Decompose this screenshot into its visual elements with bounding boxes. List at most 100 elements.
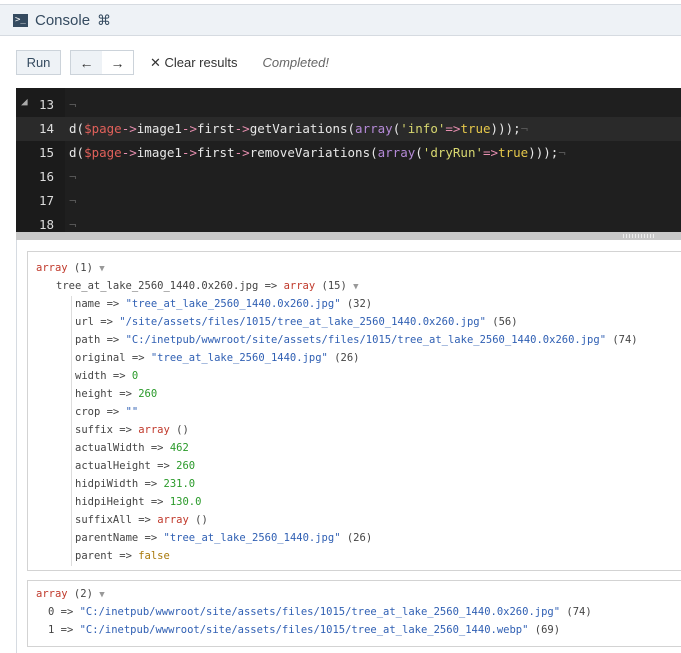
code-text: d($page->image1->first->removeVariations… xyxy=(69,141,566,165)
output-row: url => "/site/assets/files/1015/tree_at_… xyxy=(75,313,518,331)
value-token: 0 => xyxy=(48,606,80,618)
output-row: parent => false xyxy=(75,547,170,565)
value-token: (32) xyxy=(340,298,373,310)
gutter xyxy=(16,88,65,240)
value-token: "C:/inetpub/wwwroot/site/assets/files/10… xyxy=(125,334,607,346)
output-row: original => "tree_at_lake_2560_1440.jpg"… xyxy=(75,349,359,367)
value-token: height => xyxy=(75,388,139,400)
output-row: suffix => array () xyxy=(75,421,189,439)
value-token: (26) xyxy=(340,532,373,544)
value-token: suffix => xyxy=(75,424,139,436)
line-number: 18 xyxy=(38,217,54,232)
code-token: ))); xyxy=(528,145,559,160)
code-token: true xyxy=(460,121,491,136)
value-token: suffixAll => xyxy=(75,514,158,526)
code-line[interactable]: 16 ¬ xyxy=(16,165,681,189)
output-row: crop => "" xyxy=(75,403,138,421)
value-token: original => xyxy=(75,352,151,364)
console-header: >_ Console ⌘ xyxy=(0,5,681,36)
code-token: => xyxy=(483,145,499,160)
value-token: path => xyxy=(75,334,126,346)
code-token: -> xyxy=(121,121,137,136)
code-token: 'dryRun' xyxy=(422,145,484,160)
back-arrow-icon[interactable]: ← xyxy=(71,51,102,74)
output-row: height => 260 xyxy=(75,385,157,403)
line-number: 13 xyxy=(38,97,54,112)
forward-arrow-icon[interactable]: → xyxy=(110,54,125,71)
value-token: "tree_at_lake_2560_1440.jpg" xyxy=(150,352,328,364)
output-row: hidpiHeight => 130.0 xyxy=(75,493,201,511)
code-line[interactable]: 17 ¬ xyxy=(16,189,681,213)
code-token: array xyxy=(377,145,416,160)
output-row: name => "tree_at_lake_2560_1440.0x260.jp… xyxy=(75,295,372,313)
value-token: (56) xyxy=(485,316,518,328)
output-row: 1 => "C:/inetpub/wwwroot/site/assets/fil… xyxy=(48,621,560,639)
left-rail xyxy=(16,240,17,653)
terminal-icon: >_ xyxy=(13,13,28,27)
value-token: array xyxy=(283,280,316,292)
top-strip xyxy=(0,0,681,5)
line-number: 16 xyxy=(38,169,54,184)
code-text: ¬ xyxy=(69,213,77,237)
value-token: 231.0 xyxy=(163,478,196,490)
toolbar: Run ← → ✕ Clear results Completed! xyxy=(16,50,329,75)
line-number: 17 xyxy=(38,193,54,208)
code-token: getVariations( xyxy=(249,121,356,136)
eol-marker: ¬ xyxy=(69,217,77,232)
output-row: hidpiWidth => 231.0 xyxy=(75,475,195,493)
code-token: true xyxy=(498,145,529,160)
value-token: "" xyxy=(125,406,139,418)
output-row: array (1) ▼ xyxy=(36,259,105,277)
value-token: (15) xyxy=(315,280,354,292)
grip-icon[interactable] xyxy=(623,234,655,238)
code-line[interactable]: 18 ¬ xyxy=(16,213,681,237)
collapse-toggle-icon[interactable]: ▼ xyxy=(99,590,105,600)
code-token: d( xyxy=(69,145,85,160)
code-token: -> xyxy=(234,145,250,160)
code-token: -> xyxy=(234,121,250,136)
value-token: (2) xyxy=(67,588,100,600)
value-token: parentName => xyxy=(75,532,164,544)
value-token: () xyxy=(188,514,208,526)
splitter-handle[interactable] xyxy=(16,232,681,240)
code-token: $page xyxy=(84,145,122,160)
output-row: array (2) ▼ xyxy=(36,585,105,603)
value-token: 260 xyxy=(138,388,158,400)
line-number: 15 xyxy=(38,145,54,160)
code-token: ))); xyxy=(490,121,521,136)
code-text: d($page->image1->first->getVariations(ar… xyxy=(69,117,528,141)
value-token: crop => xyxy=(75,406,126,418)
console-title: Console xyxy=(35,11,91,29)
code-token: image1 xyxy=(136,145,182,160)
code-token: first xyxy=(196,121,235,136)
output-row: 0 => "C:/inetpub/wwwroot/site/assets/fil… xyxy=(48,603,592,621)
resize-icon[interactable]: ◢ xyxy=(21,95,28,108)
output-row: width => 0 xyxy=(75,367,138,385)
value-token: actualWidth => xyxy=(75,442,170,454)
collapse-toggle-icon[interactable]: ▼ xyxy=(353,282,359,292)
output-panel-1: array (1) ▼tree_at_lake_2560_1440.0x260.… xyxy=(27,251,681,571)
value-token: 1 => xyxy=(48,624,80,636)
output-row: actualHeight => 260 xyxy=(75,457,195,475)
value-token: parent => xyxy=(75,550,139,562)
run-button[interactable]: Run xyxy=(16,50,61,75)
code-text: ¬ xyxy=(69,189,77,213)
value-token: "tree_at_lake_2560_1440.jpg" xyxy=(163,532,341,544)
code-line[interactable]: 13¬ xyxy=(16,93,681,117)
value-token: 130.0 xyxy=(169,496,202,508)
output-row: path => "C:/inetpub/wwwroot/site/assets/… xyxy=(75,331,638,349)
clear-results-button[interactable]: ✕ Clear results xyxy=(150,54,238,70)
code-token: image1 xyxy=(136,121,182,136)
collapse-toggle-icon[interactable]: ▼ xyxy=(99,264,105,274)
eol-marker: ¬ xyxy=(520,121,529,136)
output-row: suffixAll => array () xyxy=(75,511,208,529)
value-token: array xyxy=(157,514,189,526)
value-token: () xyxy=(169,424,189,436)
code-text: ¬ xyxy=(69,165,77,189)
value-token: "tree_at_lake_2560_1440.0x260.jpg" xyxy=(125,298,341,310)
eol-marker: ¬ xyxy=(69,169,77,184)
value-token: array xyxy=(138,424,170,436)
